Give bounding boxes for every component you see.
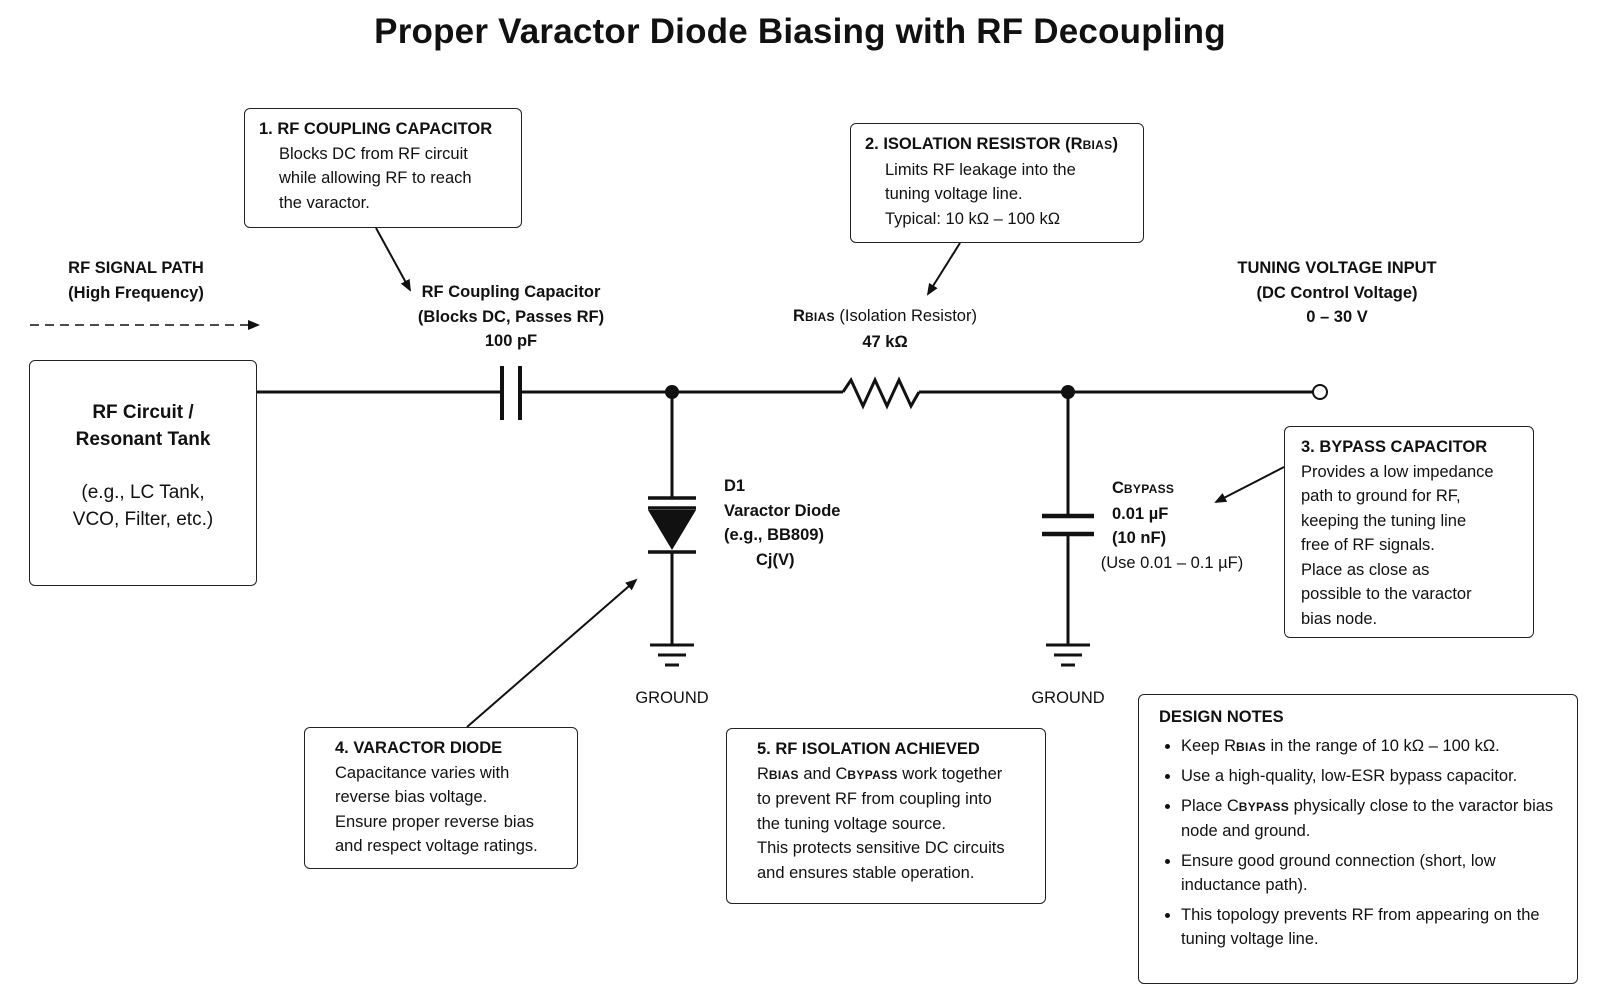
callout-rf-coupling-capacitor: 1. RF COUPLING CAPACITOR Blocks DC from … [244, 108, 522, 228]
callout4-pointer [466, 578, 638, 728]
callout2-pointer [926, 242, 961, 296]
ground-symbol-right [1046, 643, 1090, 667]
design-note-item: Ensure good ground connection (short, lo… [1181, 849, 1565, 898]
callout3-pointer [1214, 466, 1285, 503]
ground-label-left: GROUND [635, 689, 709, 707]
page-title: Proper Varactor Diode Biasing with RF De… [374, 12, 1226, 51]
rbias-label: RBIAS (Isolation Resistor) 47 kΩ [793, 307, 977, 351]
diode-triangle [648, 510, 696, 550]
varactor-diode-label: D1 Varactor Diode (e.g., BB809) Cj(V) [724, 477, 841, 569]
schematic-drawing [30, 227, 1328, 728]
ground-label-right: GROUND [1031, 689, 1105, 707]
rf-signal-path-label: RF SIGNAL PATH (High Frequency) [68, 259, 204, 302]
callout-isolation-resistor: 2. ISOLATION RESISTOR (RBIAS) Limits RF … [850, 123, 1144, 243]
design-notes-panel: DESIGN NOTES Keep RBIAS in the range of … [1138, 694, 1578, 984]
callout1-pointer [375, 227, 411, 292]
design-note-item: Keep RBIAS in the range of 10 kΩ – 100 k… [1181, 734, 1565, 760]
design-notes-list: Keep RBIAS in the range of 10 kΩ – 100 k… [1159, 734, 1565, 952]
tuning-voltage-input-label: TUNING VOLTAGE INPUT (DC Control Voltage… [1237, 259, 1437, 326]
design-note-item: Place CBYPASS physically close to the va… [1181, 794, 1565, 844]
callout-rf-isolation-achieved: 5. RF ISOLATION ACHIEVED RBIAS and CBYPA… [726, 728, 1046, 904]
design-notes-heading: DESIGN NOTES [1159, 708, 1284, 726]
coupling-cap-label: RF Coupling Capacitor (Blocks DC, Passes… [417, 283, 605, 350]
callout-varactor-diode: 4. VARACTOR DIODE Capacitance varies wit… [304, 727, 578, 869]
tuning-input-terminal [1312, 384, 1328, 400]
resistor-symbol [841, 376, 921, 410]
ground-symbol-left [650, 643, 694, 667]
design-note-item: Use a high-quality, low-ESR bypass capac… [1181, 764, 1565, 789]
design-note-item: This topology prevents RF from appearing… [1181, 903, 1565, 952]
rf-circuit-box: RF Circuit / Resonant Tank (e.g., LC Tan… [29, 360, 257, 586]
callout-bypass-capacitor: 3. BYPASS CAPACITOR Provides a low imped… [1284, 426, 1534, 638]
bypass-cap-label: CBYPASS 0.01 µF (10 nF) (Use 0.01 – 0.1 … [1100, 479, 1244, 572]
